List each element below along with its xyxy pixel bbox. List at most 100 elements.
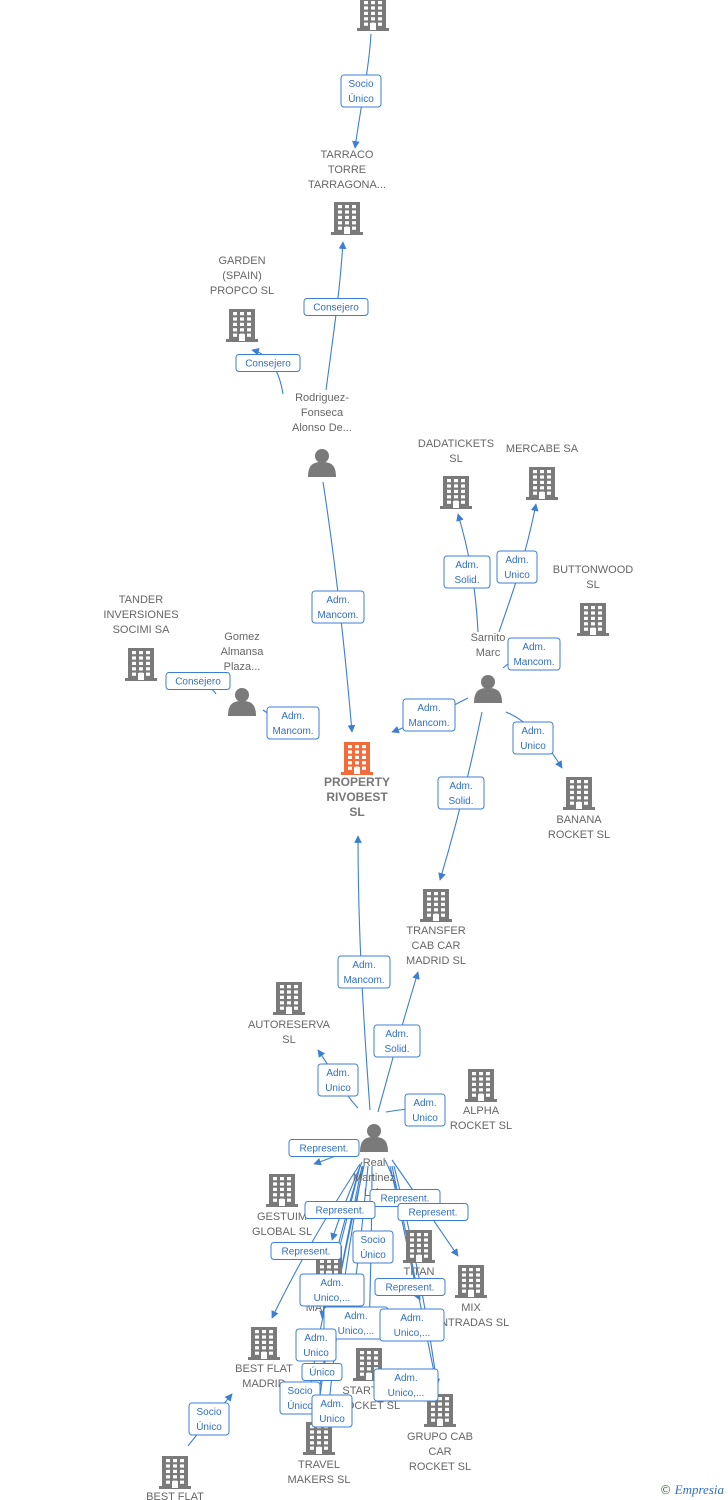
banana-label: ROCKET SL — [548, 829, 610, 841]
grupo-label: GRUPO CAB — [407, 1431, 473, 1443]
edge-label[interactable]: Adm.Unico,... — [373, 1368, 439, 1402]
edge-label[interactable]: Adm.Unico — [512, 721, 554, 755]
tander-building-icon[interactable] — [125, 648, 157, 681]
dadatickets-label: DADATICKETS — [418, 438, 494, 450]
edge-label[interactable]: Adm.Unico,... — [299, 1273, 365, 1307]
edge-label[interactable]: Adm.Unico — [295, 1328, 337, 1362]
rodriguez-person-icon[interactable] — [308, 449, 336, 477]
property-label: SL — [349, 805, 364, 819]
alpha-building-icon[interactable] — [465, 1069, 497, 1102]
transfer-label: TRANSFER — [406, 925, 465, 937]
edge-label[interactable]: Represent. — [374, 1278, 446, 1296]
garden-label: GARDEN — [218, 255, 265, 267]
edge-label[interactable]: Represent. — [304, 1201, 376, 1219]
edge-label[interactable]: Único — [301, 1363, 343, 1381]
grupo-label: CAR — [428, 1446, 451, 1458]
gomez-label: Plaza... — [224, 661, 261, 673]
edge-label[interactable]: Adm.Unico — [311, 1394, 353, 1428]
edge-label[interactable]: Adm.Unico — [317, 1063, 359, 1097]
edge-label-text: Represent. — [300, 1144, 349, 1155]
edge-label[interactable]: Represent. — [288, 1139, 360, 1157]
real-label: Martinez — [353, 1172, 395, 1184]
sarnito-person-icon[interactable] — [474, 675, 502, 703]
gomez-label: Almansa — [221, 646, 265, 658]
edge-label[interactable]: Adm. Mancom. — [311, 590, 365, 624]
edge-labels-layer: SocioÚnicoConsejeroConsejeroAdm.Mancom.A… — [165, 74, 561, 1436]
autoreserva-building-icon[interactable] — [273, 982, 305, 1015]
edge-label[interactable]: Represent. — [397, 1203, 469, 1221]
gestuim-building-icon[interactable] — [266, 1174, 298, 1207]
edge-label[interactable]: Adm.Unico,... — [379, 1308, 445, 1342]
gomez-person-icon[interactable] — [228, 688, 256, 716]
edge-label[interactable]: Adm.Mancom. — [402, 698, 456, 732]
edge-label-text: Unico — [504, 570, 530, 581]
edge-label-text: Adm. — [385, 1029, 408, 1040]
edge-label[interactable]: Adm.Mancom. — [507, 637, 561, 671]
edge-label-text: Adm. — [413, 1098, 436, 1109]
rodriguez-label: Alonso De... — [292, 422, 352, 434]
sarnito-label: Sarnito — [471, 632, 506, 644]
travel-label: MAKERS SL — [288, 1474, 351, 1486]
edge-label-text: Mancom. — [343, 975, 384, 986]
edge-label[interactable]: Adm.Solid. — [437, 776, 485, 810]
edge-label-text: Unico — [319, 1414, 345, 1425]
edge-label-text: Represent. — [409, 1208, 458, 1219]
edge-label-text: Adm. — [326, 595, 349, 606]
edge-label-text: Unico — [303, 1348, 329, 1359]
banana-building-icon[interactable] — [563, 777, 595, 810]
mercabe-building-icon[interactable] — [526, 467, 558, 500]
mercabe-label: MERCABE SA — [506, 443, 579, 455]
edge-label-text: Adm. — [352, 960, 375, 971]
edge-label[interactable]: Adm.Unico — [404, 1093, 446, 1127]
alpha-label: ALPHA — [463, 1105, 500, 1117]
sarnito-label: Marc — [476, 647, 501, 659]
tander-label: INVERSIONES — [103, 609, 178, 621]
titan-building-icon[interactable] — [403, 1230, 435, 1263]
grupo-building-icon[interactable] — [424, 1394, 456, 1427]
edge-label-text: Adm. — [521, 726, 544, 737]
edge-label-text: Socio — [287, 1386, 312, 1397]
bestflat-building-icon[interactable] — [248, 1327, 280, 1360]
edge-label[interactable]: Consejero — [165, 672, 231, 690]
edge-label-text: Único — [348, 92, 374, 105]
edge-label[interactable]: Represent. — [270, 1242, 342, 1260]
top-building-icon[interactable] — [357, 0, 389, 31]
edge-label-text: Único — [196, 1420, 222, 1433]
edge-label[interactable]: Adm.Solid. — [373, 1024, 421, 1058]
edge-label-text: Mancom. — [272, 726, 313, 737]
tander-label: TANDER — [119, 594, 163, 606]
edge-label[interactable]: Adm.Solid. — [443, 555, 491, 589]
titan-label: TITAN — [404, 1266, 435, 1278]
edge-label-text: Adm. — [505, 555, 528, 566]
edge-label-text: Solid. — [454, 575, 479, 586]
edge-label-text: Mancom. — [513, 657, 554, 668]
edge-label-text: Mancom. — [317, 610, 358, 621]
buttonwood-building-icon[interactable] — [577, 603, 609, 636]
edge-label[interactable]: Consejero — [303, 298, 369, 316]
garden-label: PROPCO SL — [210, 285, 274, 297]
transfer-building-icon[interactable] — [420, 889, 452, 922]
gomez-label: Gomez — [224, 631, 259, 643]
edge-label[interactable]: Adm. Mancom. — [266, 706, 320, 740]
bestflat2-building-icon[interactable] — [159, 1456, 191, 1489]
property-building-icon[interactable] — [341, 742, 373, 775]
edge-label-text: Adm. — [281, 711, 304, 722]
edge-label-text: Único — [287, 1399, 313, 1412]
mix-building-icon[interactable] — [455, 1265, 487, 1298]
edge-label-text: Socio — [348, 79, 373, 90]
copyright-symbol: © — [659, 1483, 672, 1497]
edge-label[interactable]: Consejero — [235, 354, 301, 372]
mix-label: MIX — [461, 1302, 481, 1314]
real-person-icon[interactable] — [360, 1124, 388, 1152]
edge-label[interactable]: Adm. Unico — [496, 550, 538, 584]
edge-label[interactable]: Adm. Mancom. — [337, 955, 391, 989]
tarraco-building-icon[interactable] — [331, 202, 363, 235]
edge-label-text: Consejero — [313, 303, 359, 314]
garden-building-icon[interactable] — [226, 309, 258, 342]
dadatickets-building-icon[interactable] — [440, 476, 472, 509]
edge-label-text: Mancom. — [408, 718, 449, 729]
